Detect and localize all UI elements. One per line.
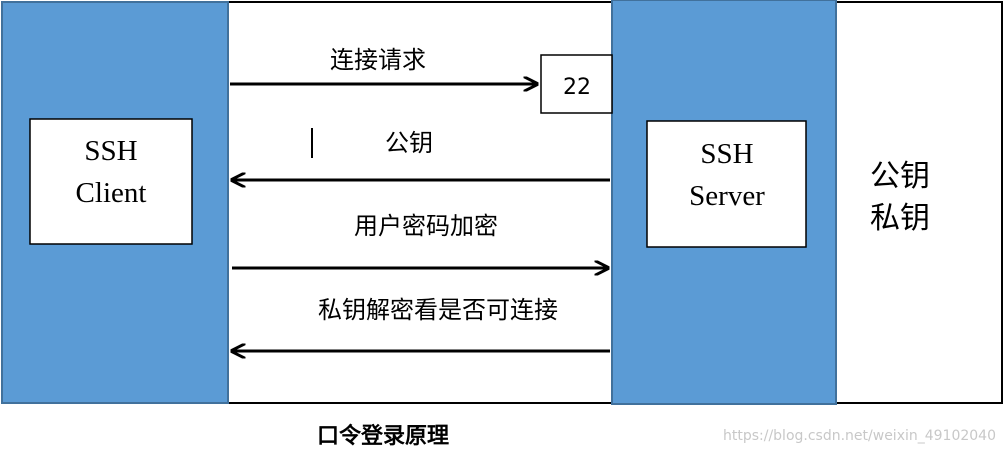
public-key-label: 公钥 bbox=[385, 129, 433, 157]
client-box bbox=[29, 118, 193, 245]
encrypt-password-label: 用户密码加密 bbox=[354, 212, 498, 240]
server-label-line2: Server bbox=[689, 180, 765, 212]
port-label: 22 bbox=[563, 75, 591, 100]
server-label-line1: SSH bbox=[700, 138, 753, 170]
keys-label-private: 私钥 bbox=[870, 201, 930, 236]
keys-label-public: 公钥 bbox=[870, 159, 930, 194]
connect-request-label: 连接请求 bbox=[330, 46, 426, 74]
client-label-line1: SSH bbox=[84, 135, 137, 167]
watermark-url: https://blog.csdn.net/weixin_49102040 bbox=[723, 428, 996, 444]
diagram-caption: 口令登录原理 bbox=[317, 423, 449, 449]
client-label-line2: Client bbox=[76, 177, 147, 209]
decrypt-check-label: 私钥解密看是否可连接 bbox=[318, 296, 558, 324]
server-box bbox=[646, 120, 807, 248]
port-box bbox=[540, 54, 613, 114]
